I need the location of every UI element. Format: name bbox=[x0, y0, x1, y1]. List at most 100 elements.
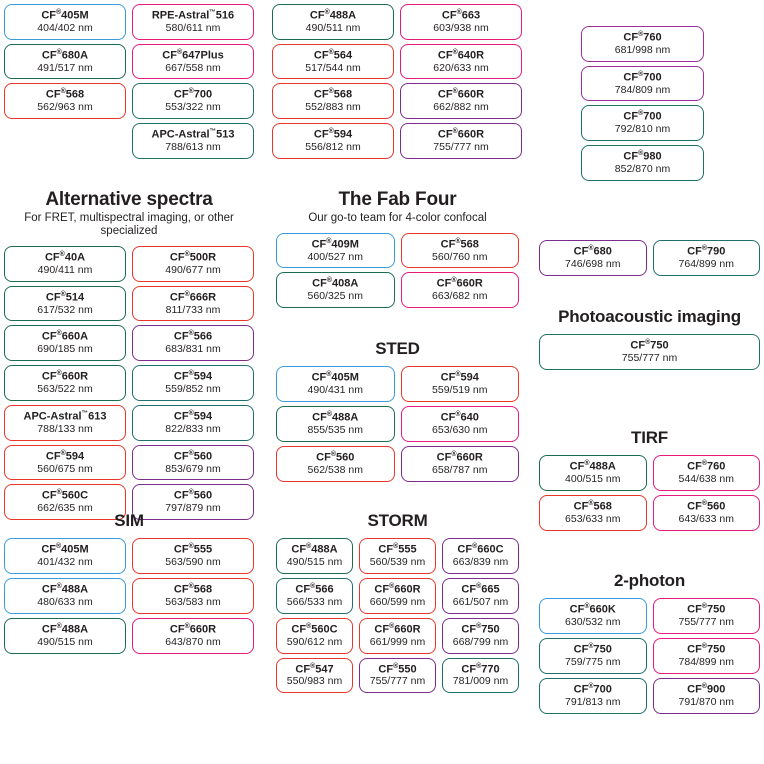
dye-wavelengths: 662/882 nm bbox=[433, 101, 489, 114]
dye-number: 980 bbox=[643, 150, 662, 163]
dye-name: CF®660R bbox=[436, 277, 483, 291]
dye-wavelengths: 788/613 nm bbox=[165, 141, 221, 154]
registered-mark: ® bbox=[188, 489, 194, 497]
registered-mark: ® bbox=[184, 622, 190, 630]
dye-wavelengths: 792/810 nm bbox=[614, 123, 671, 136]
dye-wavelengths: 563/583 nm bbox=[165, 596, 221, 609]
dye-number: 700 bbox=[643, 71, 662, 84]
registered-mark: ® bbox=[188, 370, 194, 378]
dye-name: CF®660R bbox=[41, 370, 89, 383]
registered-mark: ® bbox=[584, 603, 590, 611]
dye-wavelengths: 811/733 nm bbox=[165, 303, 221, 316]
dye-name: CF®560C bbox=[41, 489, 89, 502]
dye-number: 555 bbox=[398, 544, 417, 557]
dye-wavelengths: 690/185 nm bbox=[37, 343, 93, 356]
dye-wavelengths: 755/777 nm bbox=[369, 675, 426, 688]
registered-mark: ® bbox=[393, 662, 399, 670]
dye-number: 560 bbox=[193, 450, 213, 463]
dye-name: APC-Astral™513 bbox=[151, 128, 235, 141]
dye-wavelengths: 590/612 nm bbox=[286, 635, 343, 648]
registered-mark: ® bbox=[701, 643, 707, 651]
dye-number: 900 bbox=[706, 683, 726, 696]
